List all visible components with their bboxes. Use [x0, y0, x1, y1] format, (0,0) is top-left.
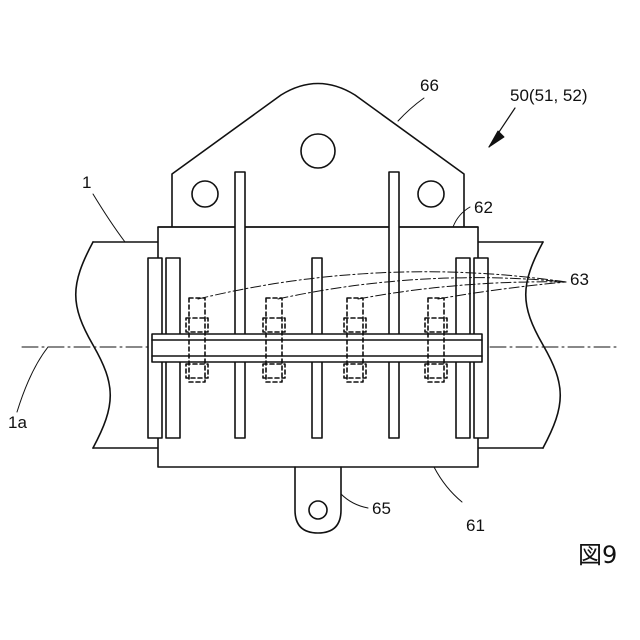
leader-66	[398, 98, 424, 121]
top-bracket	[172, 84, 464, 228]
top-bracket-outline	[172, 84, 464, 228]
label-assembly: 50(51, 52)	[510, 87, 588, 104]
label-bolts: 63	[570, 271, 589, 288]
top-bracket-right-hole	[418, 181, 444, 207]
label-top-bracket: 66	[420, 77, 439, 94]
assembly-arrow-head	[489, 131, 504, 147]
leader-1a	[17, 347, 48, 412]
label-lower-plate: 61	[466, 517, 485, 534]
label-bottom-tab: 65	[372, 500, 391, 517]
figure-caption: 図9	[578, 543, 617, 567]
top-bracket-center-hole	[301, 134, 335, 168]
bottom-tab-hole	[309, 501, 327, 519]
tie-rod	[152, 334, 482, 362]
pipe-break-right	[526, 242, 561, 448]
label-upper-plate: 62	[474, 199, 493, 216]
assembly-arrow	[489, 108, 515, 147]
pipe-break-left	[76, 242, 111, 448]
bottom-tab-outline	[295, 467, 341, 533]
label-axis: 1a	[8, 414, 27, 431]
tie-rod-body	[152, 334, 482, 362]
leader-61	[434, 467, 462, 502]
leader-1	[93, 194, 125, 242]
leader-65	[341, 494, 368, 508]
bottom-tab	[295, 467, 341, 533]
leader-62	[453, 207, 470, 227]
label-pipe: 1	[82, 174, 91, 191]
rib-1	[235, 172, 245, 438]
top-bracket-left-hole	[192, 181, 218, 207]
rib-3	[389, 172, 399, 438]
